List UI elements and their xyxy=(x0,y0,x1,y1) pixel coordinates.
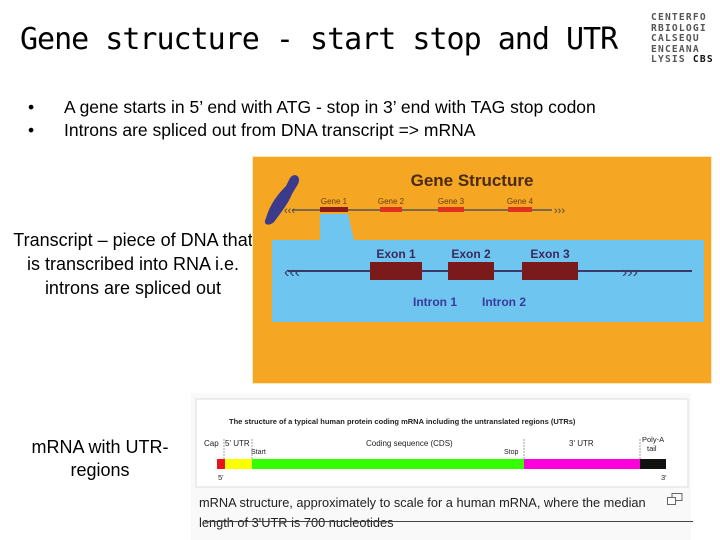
cbs-logo: CENTERFO RBIOLOGI CALSEQU ENCEANA LYSIS … xyxy=(651,12,714,66)
exon-label: Exon 1 xyxy=(376,247,416,261)
zoom-wedge xyxy=(320,214,354,240)
cap-segment xyxy=(217,459,225,469)
gene-structure-figure: Gene Structure ‹‹‹ ››› Gene 1 Gene 2 Gen… xyxy=(252,156,712,384)
polya-label: Poly-A xyxy=(642,435,664,444)
exon-2 xyxy=(448,262,494,280)
polya-segment xyxy=(640,459,666,469)
mrna-figure-panel: The structure of a typical human protein… xyxy=(191,393,691,540)
exon-1 xyxy=(370,262,422,280)
polya-label-tail: tail xyxy=(647,444,657,453)
gene-label: Gene 4 xyxy=(507,197,534,206)
dna-end-right: ››› xyxy=(554,205,565,217)
exon-label: Exon 2 xyxy=(451,247,491,261)
gene-4-mark xyxy=(508,207,532,212)
intron-label: Intron 2 xyxy=(482,295,526,309)
cap-label: Cap xyxy=(204,439,219,448)
mrna-caption-left: mRNA with UTR-regions xyxy=(31,437,169,480)
transcript-caption: Transcript – piece of DNA that is transc… xyxy=(13,230,253,298)
logo-row: CALSEQU xyxy=(651,33,700,45)
dna-helix-left: ‹‹‹ xyxy=(284,264,300,281)
bullet-item: • Introns are spliced out from DNA transc… xyxy=(28,119,596,142)
gene-label: Gene 3 xyxy=(438,197,465,206)
logo-row: ENCEANA xyxy=(651,43,700,55)
gene-label: Gene 1 xyxy=(321,197,348,206)
expanded-gene-panel xyxy=(272,240,704,322)
bullet-item: • A gene starts in 5’ end with ATG - stop… xyxy=(28,96,596,119)
gene-2-mark xyxy=(380,207,402,212)
dna-helix-right: ››› xyxy=(622,264,638,281)
mrna-figure-caption: mRNA structure, approximately to scale f… xyxy=(199,495,646,530)
gene-label: Gene 2 xyxy=(378,197,405,206)
dna-end-left: ‹‹‹ xyxy=(284,205,295,217)
bullet-icon: • xyxy=(28,120,35,140)
gene-1-mark xyxy=(320,207,348,212)
utr3-segment xyxy=(524,459,640,469)
enlarge-icon[interactable] xyxy=(667,493,683,505)
figure-title: Gene Structure xyxy=(411,171,534,190)
bullet-list: • A gene starts in 5’ end with ATG - stop… xyxy=(28,96,596,142)
utr5-segment xyxy=(225,459,252,469)
logo-row: LYSIS CBS xyxy=(651,55,714,66)
bullet-icon: • xyxy=(28,97,35,117)
intron-label: Intron 1 xyxy=(413,295,457,309)
logo-brand: CBS xyxy=(692,54,714,66)
cds-label: Coding sequence (CDS) xyxy=(366,439,453,448)
chromosome-icon xyxy=(264,175,300,225)
utr3-label: 3' UTR xyxy=(569,439,594,448)
stop-label: Stop xyxy=(504,449,519,456)
bullet-text: A gene starts in 5’ end with ATG - stop … xyxy=(64,97,596,117)
gene-3-mark xyxy=(438,207,464,212)
cds-segment xyxy=(252,459,524,469)
divider-line xyxy=(205,521,693,522)
logo-row: CENTERFO xyxy=(651,12,707,23)
logo-prefix: LYSIS xyxy=(651,54,686,66)
logo-row: RBIOLOGI xyxy=(651,22,707,34)
exon-label: Exon 3 xyxy=(530,247,570,261)
utr5-label: 5' UTR xyxy=(225,439,250,448)
mrna-diagram-frame xyxy=(195,398,689,488)
mrna-structure-diagram: The structure of a typical human protein… xyxy=(195,398,689,488)
mrna-figure-header-text: The structure of a typical human protein… xyxy=(229,417,576,426)
exon-3 xyxy=(522,262,578,280)
five-prime-label: 5' xyxy=(218,473,224,482)
three-prime-label: 3' xyxy=(661,473,667,482)
bullet-text: Introns are spliced out from DNA transcr… xyxy=(64,120,476,140)
start-label: Start xyxy=(251,449,266,456)
slide-title: Gene structure - start stop and UTR xyxy=(20,22,618,57)
